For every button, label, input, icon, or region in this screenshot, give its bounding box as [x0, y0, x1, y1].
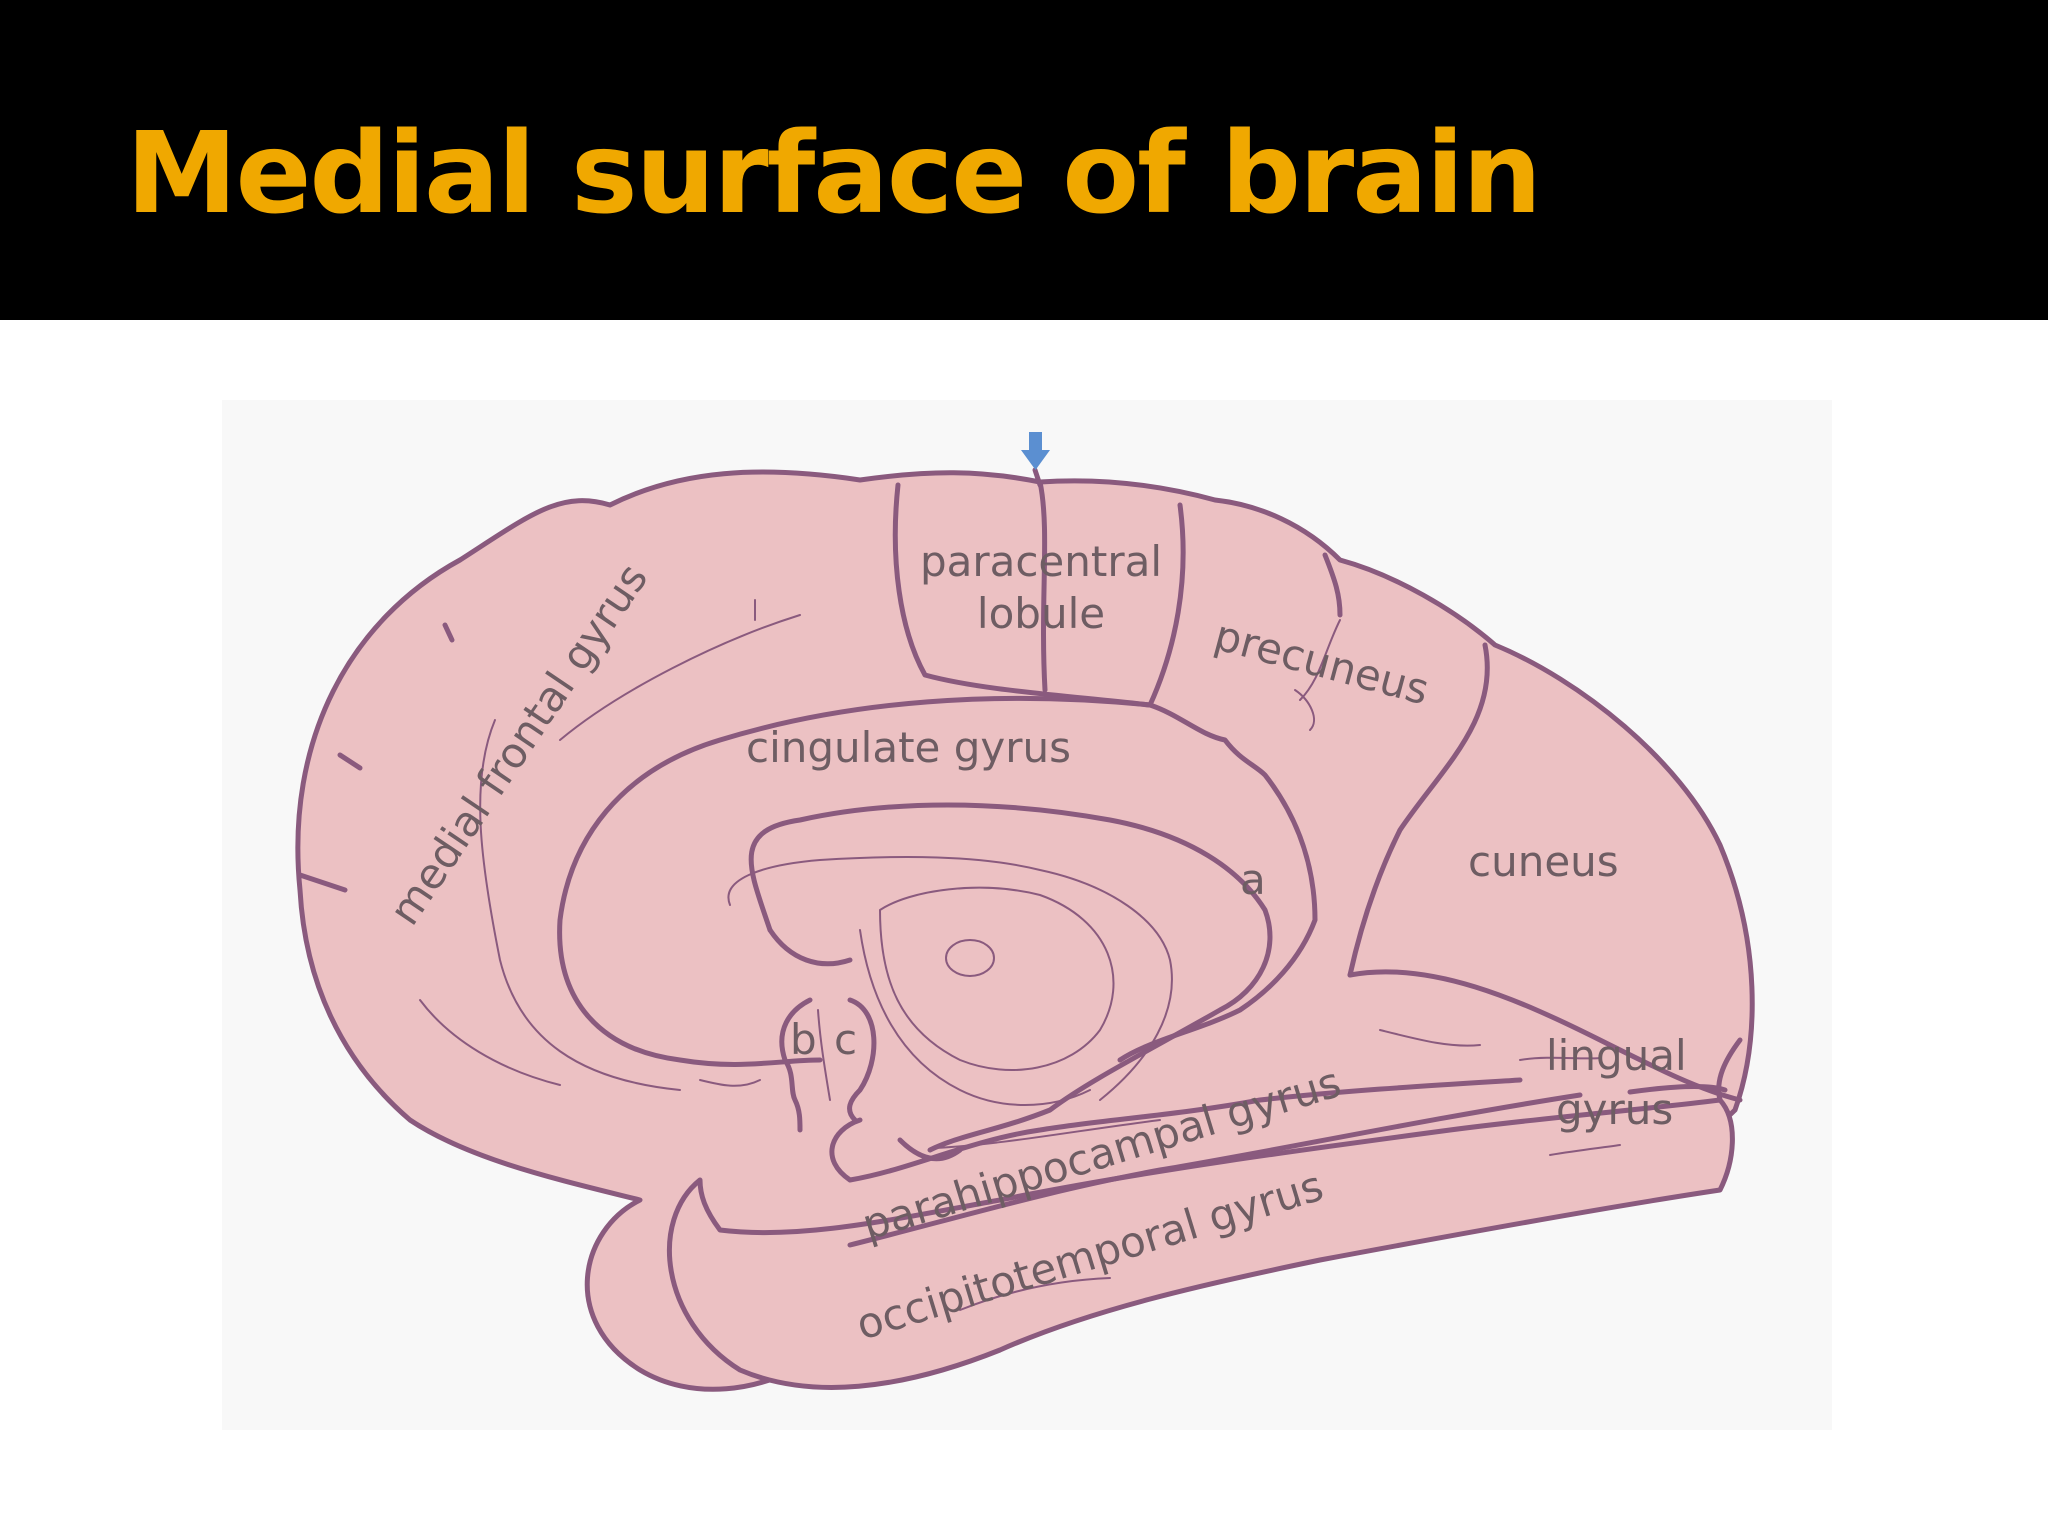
paracentral-lobule-outline	[892, 482, 1186, 708]
label-cingulate-gyrus: cingulate gyrus	[746, 723, 1071, 772]
corpus-callosum-contour	[727, 856, 1173, 1101]
title-bar	[0, 0, 2048, 320]
temporal-lobe-outline	[666, 1097, 1735, 1390]
slide-title: Medial surface of brain	[126, 109, 1542, 239]
label-paracentral-lobule-line2: lobule	[977, 589, 1105, 638]
label-paracentral-lobule-line1: paracentral	[920, 537, 1162, 586]
label-marker-b: b	[790, 1015, 817, 1064]
parahippocampal-outline	[829, 1077, 1523, 1183]
label-lingual-gyrus-line2: gyrus	[1556, 1085, 1673, 1134]
parieto-occipital-sulcus	[1347, 642, 1490, 978]
down-arrow-icon	[1021, 432, 1050, 470]
label-cuneus: cuneus	[1468, 837, 1619, 886]
cingulate-sulcus	[1117, 702, 1318, 1063]
label-marker-c: c	[834, 1015, 857, 1064]
thalamus-contour	[945, 939, 995, 977]
label-lingual-gyrus-line1: lingual	[1546, 1031, 1687, 1080]
label-marker-a: a	[1240, 855, 1266, 904]
collateral-sulcus	[847, 1092, 1583, 1248]
callosal-sulcus	[748, 802, 1273, 1153]
paraterminal-region	[779, 997, 813, 1133]
